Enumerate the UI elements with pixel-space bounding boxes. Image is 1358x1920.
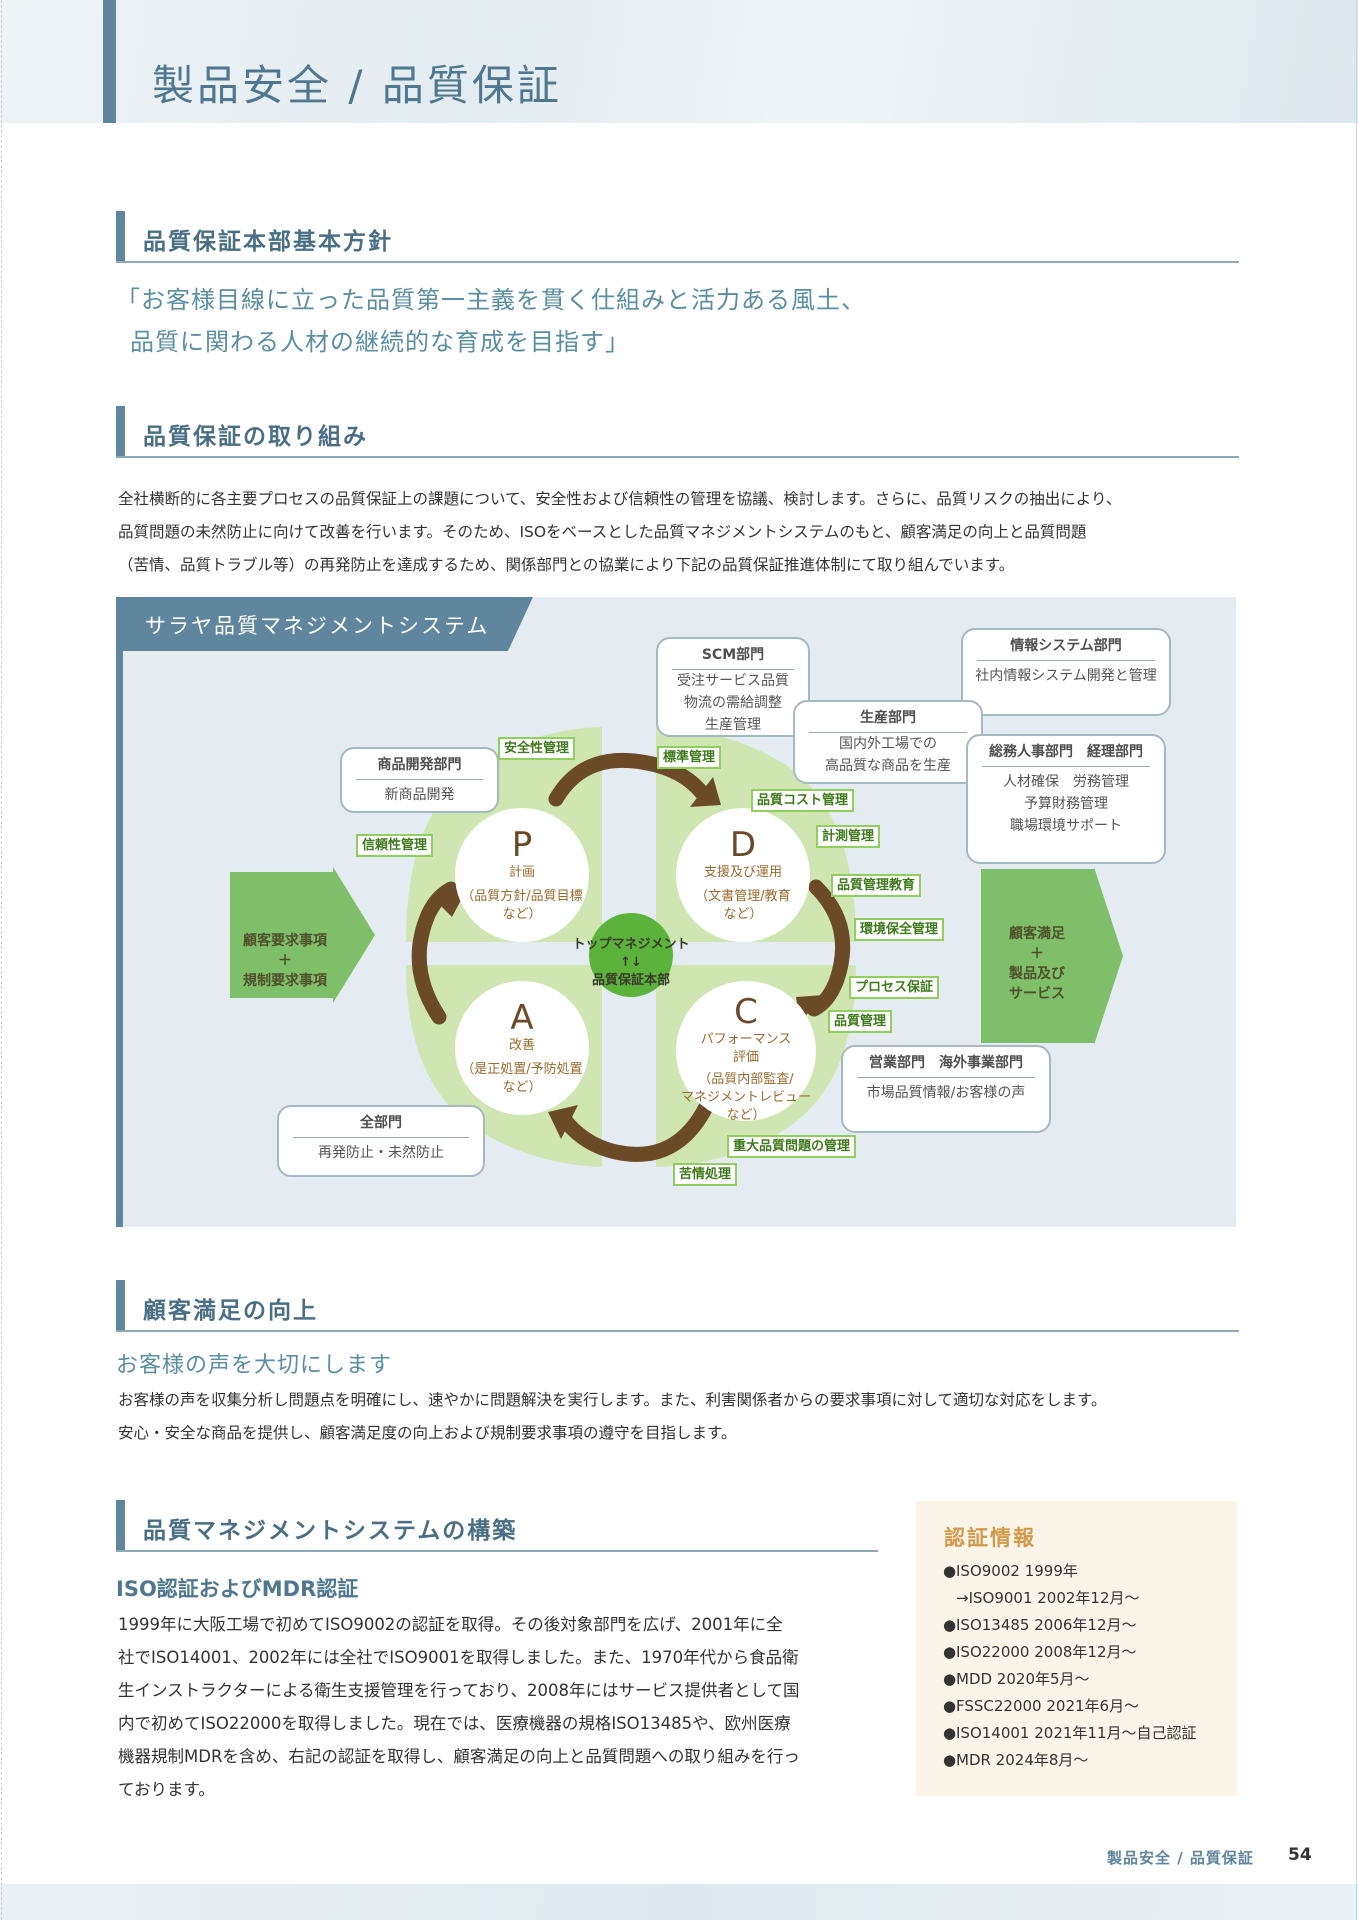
center-label: トップマネジメント ↑↓ 品質保証本部: [572, 937, 690, 988]
output-arrow: [981, 867, 1123, 1045]
section-title: 品質保証の取り組み: [143, 424, 368, 450]
qms-subheading: ISO認証およびMDR認証: [116, 1577, 359, 1601]
box-product-development: 商品開発部門 新商品開発: [340, 747, 499, 813]
cert-item: ●MDR 2024年8月～: [943, 1751, 1089, 1769]
page-title: 製品安全 / 品質保証: [152, 61, 562, 110]
cert-item: →ISO9001 2002年12月～: [956, 1589, 1140, 1607]
tag-complaint: 苦情処理: [673, 1163, 738, 1186]
cycle-arrow-c-to-a: [556, 1099, 714, 1162]
text-line: 1999年に大阪工場で初めてISO9002の認証を取得。その後対象部門を広げ、2…: [118, 1615, 783, 1634]
cert-item: ●ISO22000 2008年12月～: [943, 1643, 1137, 1661]
qms-diagram: 顧客要求事項 ＋ 規制要求事項 顧客満足 ＋ 製品及び サービス トップマネジメ…: [116, 597, 1236, 1227]
text-line: ております。: [118, 1780, 215, 1799]
policy-slogan-line-2: 品質に関わる人材の継続的な育成を目指す」: [130, 328, 630, 356]
policy-slogan-line-1: 「お客様目線に立った品質第一主義を貫く仕組みと活力ある風土、: [116, 286, 866, 314]
section-title: 品質マネジメントシステムの構築: [143, 1518, 518, 1544]
input-arrow: [230, 867, 375, 1003]
box-all-departments: 全部門 再発防止・未然防止: [277, 1105, 485, 1177]
text-line: 品質問題の未然防止に向けて改善を行います。そのため、ISOをベースとした品質マネ…: [118, 523, 1087, 541]
tag-safety: 安全性管理: [498, 737, 576, 760]
diagram-title-tab: [116, 597, 533, 651]
section-title: 品質保証本部基本方針: [143, 229, 393, 255]
input-arrow-label: 顧客要求事項 ＋ 規制要求事項: [243, 933, 327, 989]
section-title: 顧客満足の向上: [143, 1298, 318, 1324]
tag-quality-education: 品質管理教育: [831, 874, 922, 897]
footer-band: [0, 1884, 1358, 1920]
qms-text: 1999年に大阪工場で初めてISO9002の認証を取得。その後対象部門を広げ、2…: [118, 1608, 800, 1806]
text-line: お客様の声を収集分析し問題点を明確にし、速やかに問題解決を実行します。また、利害…: [118, 1391, 1107, 1409]
heading-accent-bar: [116, 211, 125, 261]
box-it: 情報システム部門 社内情報システム開発と管理: [961, 628, 1171, 716]
tag-quality-control: 品質管理: [828, 1010, 893, 1033]
header-band: [0, 0, 1358, 123]
cycle-arrow-d-to-c: [806, 879, 851, 1017]
section-heading-qms: 品質マネジメントシステムの構築: [116, 1500, 878, 1552]
tag-measurement: 計測管理: [816, 825, 881, 848]
right-page-edge: [1356, 0, 1357, 1920]
cert-item: ●ISO9002 1999年: [943, 1562, 1078, 1580]
satisfaction-subheading: お客様の声を大切にします: [116, 1353, 393, 1378]
check-circle: C パフォーマンス 評価 （品質内部監査/ マネジメントレビュー など）: [676, 981, 816, 1123]
header-accent-bar: [103, 0, 116, 123]
heading-accent-bar: [116, 1500, 125, 1550]
initiatives-text: 全社横断的に各主要プロセスの品質保証上の課題について、安全性および信頼性の管理を…: [118, 483, 1121, 582]
plan-circle: P 計画 （品質方針/品質目標 など）: [455, 808, 589, 942]
diagram-title: サラヤ品質マネジメントシステム: [145, 614, 490, 638]
section-heading-policy: 品質保証本部基本方針: [116, 211, 1239, 263]
footer-section-label: 製品安全 / 品質保証: [1107, 1849, 1254, 1867]
cert-item: ●FSSC22000 2021年6月～: [943, 1697, 1140, 1715]
tag-environment: 環境保全管理: [854, 918, 945, 941]
output-arrow-label: 顧客満足 ＋ 製品及び サービス: [1009, 926, 1065, 1002]
box-sales-overseas: 営業部門 海外事業部門 市場品質情報/お客様の声: [841, 1045, 1051, 1133]
text-line: 内で初めてISO22000を取得しました。現在では、医療機器の規格ISO1348…: [118, 1714, 791, 1733]
tag-standard: 標準管理: [657, 746, 722, 769]
cycle-arrow-p-to-d: [548, 752, 710, 807]
tag-major-issue: 重大品質問題の管理: [727, 1135, 857, 1158]
cycle-arrow-a-to-p: [411, 881, 459, 1025]
text-line: 安心・安全な商品を提供し、顧客満足度の向上および規制要求事項の遵守を目指します。: [118, 1424, 737, 1442]
box-admin-finance: 総務人事部門 経理部門 人材確保 労務管理 予算財務管理 職場環境サポート: [966, 734, 1166, 864]
cert-item: ●MDD 2020年5月～: [943, 1670, 1090, 1688]
act-circle: A 改善 （是正処置/予防処置 など）: [455, 981, 589, 1115]
text-line: 機器規制MDRを含め、右記の認証を取得し、顧客満足の向上と品質問題への取り組みを…: [118, 1747, 800, 1766]
do-circle: D 支援及び運用 （文書管理/教育 など）: [676, 808, 810, 942]
certification-box: [916, 1501, 1237, 1796]
page-number: 54: [1288, 1845, 1312, 1865]
cert-item: ●ISO13485 2006年12月～: [943, 1616, 1137, 1634]
certification-list: ●ISO9002 1999年 →ISO9001 2002年12月～ ●ISO13…: [943, 1558, 1197, 1774]
section-heading-satisfaction: 顧客満足の向上: [116, 1280, 1239, 1332]
heading-accent-bar: [116, 406, 125, 456]
box-scm: SCM部門 受注サービス品質 物流の需給調整 生産管理: [656, 637, 810, 737]
left-page-edge: [1, 0, 2, 1920]
box-production: 生産部門 国内外工場での 高品質な商品を生産: [793, 700, 983, 784]
diagram-accent-bar: [116, 650, 123, 1227]
satisfaction-text: お客様の声を収集分析し問題点を明確にし、速やかに問題解決を実行します。また、利害…: [118, 1384, 1106, 1450]
tag-process: プロセス保証: [849, 976, 940, 999]
text-line: 全社横断的に各主要プロセスの品質保証上の課題について、安全性および信頼性の管理を…: [118, 490, 1122, 508]
text-line: 生インストラクターによる衛生支援管理を行っており、2008年にはサービス提供者と…: [118, 1681, 800, 1700]
heading-accent-bar: [116, 1280, 125, 1330]
center-circle: [589, 913, 673, 997]
text-line: 社でISO14001、2002年には全社でISO9001を取得しました。また、1…: [118, 1648, 799, 1667]
tag-reliability: 信頼性管理: [356, 834, 434, 857]
cert-item: ●ISO14001 2021年11月～自己認証: [943, 1724, 1197, 1742]
section-heading-initiatives: 品質保証の取り組み: [116, 406, 1239, 458]
certification-title: 認証情報: [944, 1526, 1036, 1550]
tag-quality-cost: 品質コスト管理: [751, 789, 855, 812]
text-line: （苦情、品質トラブル等）の再発防止を達成するため、関係部門との協業により下記の品…: [118, 556, 1015, 574]
